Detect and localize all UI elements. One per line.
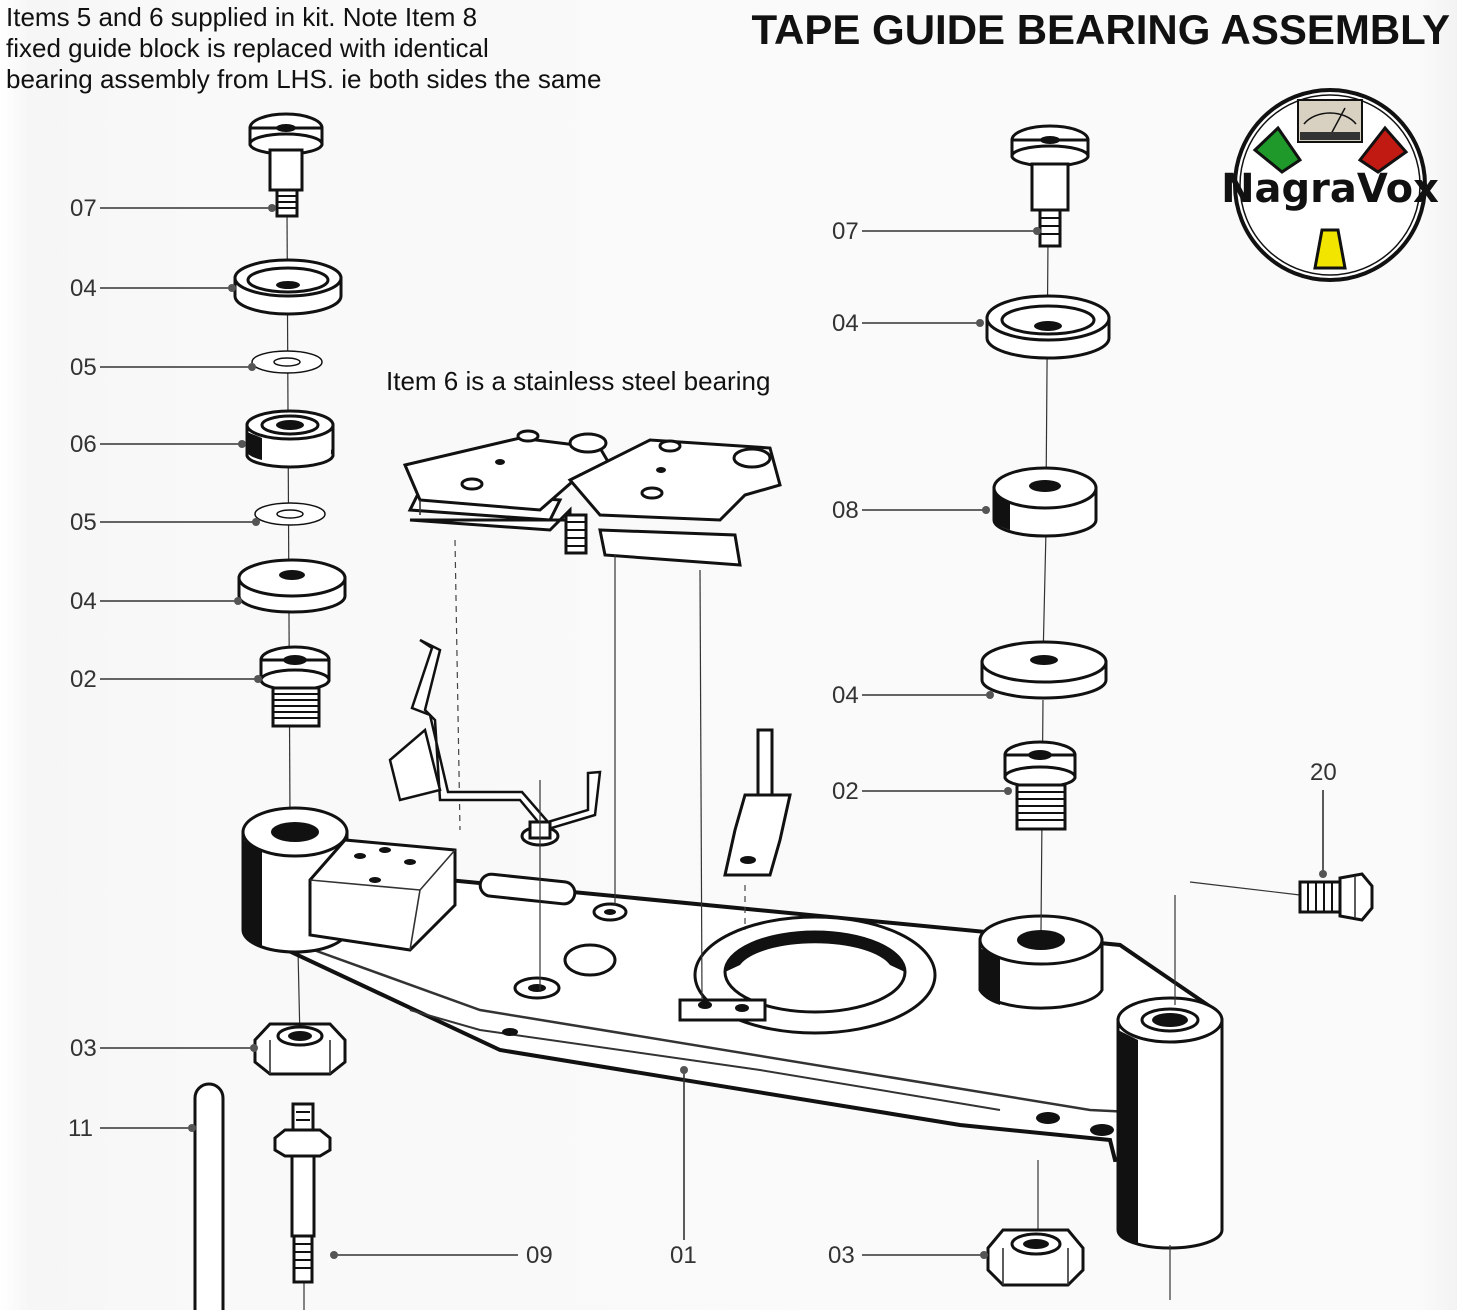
right-guide-block-08	[992, 466, 1098, 538]
kit-note: Items 5 and 6 supplied in kit. Note Item…	[6, 2, 666, 95]
part-callout-labels: 07 04 05 06 05 04 02 03 11 09 01 07 04 0…	[68, 195, 1337, 1269]
logo-green-segment	[1252, 125, 1303, 174]
left-nut-03	[253, 1022, 347, 1076]
label-11: 11	[68, 1115, 93, 1142]
label-04-right-bottom: 04	[832, 682, 859, 709]
label-04-left-bottom: 04	[70, 588, 97, 615]
label-01: 01	[670, 1242, 697, 1269]
left-stud-09	[273, 1102, 332, 1284]
label-08: 08	[832, 497, 859, 524]
kit-note-line-3: bearing assembly from LHS. ie both sides…	[6, 64, 602, 94]
vu-meter-icon	[1297, 99, 1363, 143]
base-plate-01	[241, 806, 1224, 1250]
left-bearing-06	[245, 409, 335, 469]
label-03-left: 03	[70, 1035, 97, 1062]
left-screw-07	[248, 112, 324, 218]
label-04-left-top: 04	[70, 275, 97, 302]
side-screw-20	[1298, 872, 1374, 922]
left-part-stack	[193, 112, 347, 1310]
bearing-callout: Item 6 is a stainless steel bearing	[386, 366, 771, 396]
kit-note-line-1: Items 5 and 6 supplied in kit. Note Item…	[6, 2, 478, 32]
left-washer-05-top	[251, 350, 323, 374]
left-washer-05-bottom	[254, 502, 326, 526]
logo-wordmark: NagraVox	[1221, 166, 1439, 212]
right-bush-02	[1003, 740, 1077, 831]
kit-note-line-2: fixed guide block is replaced with ident…	[6, 33, 489, 63]
right-disc-04-bottom	[980, 640, 1108, 700]
label-05-left-bottom: 05	[70, 509, 97, 536]
left-disc-04-bottom	[237, 558, 347, 614]
label-07-right: 07	[832, 218, 859, 245]
label-02-right: 02	[832, 778, 859, 805]
label-05-left-top: 05	[70, 354, 97, 381]
logo-red-segment	[1357, 125, 1409, 174]
left-bush-02	[259, 645, 331, 728]
nagravox-logo: NagraVox	[1221, 88, 1439, 282]
right-screw-07	[1010, 124, 1090, 248]
label-07-left: 07	[70, 195, 97, 222]
label-04-right-top: 04	[832, 310, 859, 337]
diagram-title: TAPE GUIDE BEARING ASSEMBLY	[751, 6, 1450, 53]
left-pin-11	[193, 1082, 225, 1310]
logo-yellow-segment	[1313, 228, 1347, 270]
label-20: 20	[1310, 759, 1337, 786]
right-nut-03	[986, 1228, 1085, 1287]
label-09: 09	[526, 1242, 553, 1269]
left-cup-04-top	[233, 258, 343, 316]
label-02-left: 02	[70, 666, 97, 693]
right-part-stack	[980, 124, 1374, 1300]
label-06-left: 06	[70, 431, 97, 458]
head-plate-mechanism	[388, 429, 792, 1001]
label-03-right: 03	[828, 1242, 855, 1269]
right-cup-04-top	[985, 294, 1111, 360]
